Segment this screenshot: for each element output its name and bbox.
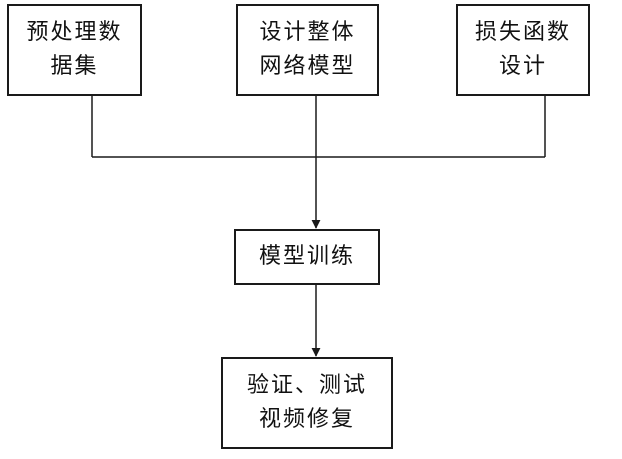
node-model-training: 模型训练: [234, 229, 380, 285]
node-loss-design: 损失函数 设计: [456, 4, 590, 96]
node-train-line1: 模型训练: [258, 244, 355, 269]
node-network-line1: 设计整体: [259, 20, 356, 45]
node-loss-line1: 损失函数: [474, 20, 571, 45]
node-loss-line2: 设计: [498, 54, 547, 79]
node-validate-line1: 验证、测试: [246, 373, 367, 398]
node-validate-line2: 视频修复: [258, 407, 355, 432]
node-preprocess-dataset: 预处理数 据集: [7, 4, 142, 96]
node-validate-test-repair: 验证、测试 视频修复: [221, 357, 393, 449]
node-preprocess-line1: 预处理数: [26, 20, 123, 45]
node-network-line2: 网络模型: [259, 54, 356, 79]
node-network-design: 设计整体 网络模型: [236, 4, 379, 96]
node-preprocess-line2: 据集: [50, 54, 99, 79]
